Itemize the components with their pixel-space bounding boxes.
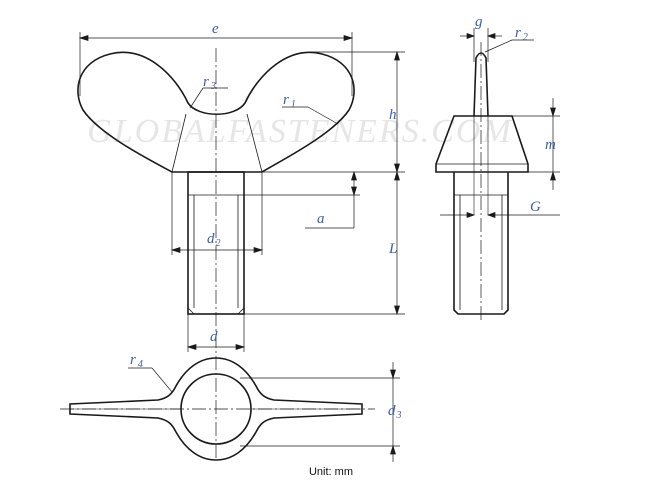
label-d3: d3 <box>388 403 402 421</box>
dimension-m <box>512 98 560 190</box>
dimension-L <box>244 170 405 316</box>
label-m: m <box>545 137 556 153</box>
label-d: d <box>210 329 218 345</box>
label-e: e <box>212 21 219 37</box>
label-L: L <box>388 241 397 257</box>
dimension-d2 <box>170 172 264 255</box>
watermark: GLOBALFASTENERS.COM <box>87 113 513 150</box>
leader-r4 <box>128 367 173 393</box>
label-g: g <box>475 14 483 30</box>
label-h: h <box>389 107 397 123</box>
label-G: G <box>530 199 541 215</box>
label-d2: d2 <box>207 231 221 249</box>
dimension-a <box>244 170 360 229</box>
dimension-d <box>186 314 246 352</box>
top-wing-outline <box>69 357 363 461</box>
leader-r3 <box>189 87 228 109</box>
dimension-d3 <box>240 362 400 462</box>
label-a: a <box>317 211 325 227</box>
dimension-e <box>78 32 354 96</box>
dimension-G <box>440 212 560 218</box>
leader-r1 <box>282 106 339 125</box>
dimension-g <box>460 28 502 62</box>
side-view <box>435 52 529 315</box>
front-wing-head <box>77 51 355 173</box>
unit-value: mm <box>334 466 353 478</box>
leader-r2 <box>484 39 534 53</box>
dimension-h <box>262 50 405 174</box>
unit-caption: Unit: mm <box>0 466 662 478</box>
side-wing <box>473 52 489 117</box>
unit-prefix: Unit: <box>308 466 335 478</box>
